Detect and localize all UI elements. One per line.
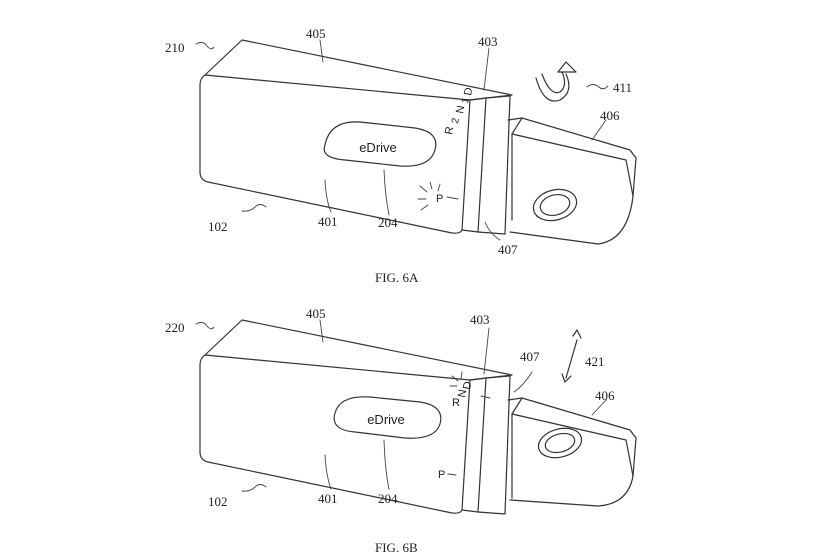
leaders-6a: [195, 39, 609, 241]
ref-102: 102: [208, 494, 228, 509]
gear-label-r: R: [443, 126, 456, 136]
gear-label-p: P: [436, 193, 443, 205]
gear-labels-6b: D N R P: [438, 371, 491, 481]
ref-405: 405: [306, 26, 326, 41]
edrive-badge-6a: eDrive: [323, 121, 437, 167]
gear-label-p: P: [438, 469, 445, 481]
gear-label-d: D: [462, 87, 475, 97]
device-body-6b: [199, 319, 637, 515]
reference-labels-6a: 210 405 403 411 406 102 401 204 407: [165, 26, 632, 257]
ref-421: 421: [585, 354, 605, 369]
badge-label: eDrive: [359, 140, 397, 155]
gear-label-n: N: [454, 105, 467, 115]
device-body-6a: [199, 39, 637, 245]
ref-406: 406: [595, 388, 615, 403]
ref-401: 401: [318, 214, 338, 229]
badge-label: eDrive: [367, 412, 405, 427]
ref-204: 204: [378, 215, 398, 230]
slide-arrow-421: [561, 329, 582, 383]
gear-label-2: 2: [450, 117, 462, 125]
ref-407: 407: [498, 242, 518, 257]
ref-403: 403: [478, 34, 498, 49]
gear-label-1: 1: [460, 97, 472, 105]
ref-407: 407: [520, 349, 540, 364]
ref-220: 220: [165, 320, 185, 335]
reference-labels-6b: 220 405 403 407 421 406 102 401 204: [165, 306, 615, 509]
figure-6b: eDrive D N R P 220: [165, 306, 637, 555]
ref-210: 210: [165, 40, 185, 55]
gear-labels-6a: R 2 N 1 D P: [417, 87, 475, 211]
gear-label-r: R: [452, 397, 460, 409]
ref-403: 403: [470, 312, 490, 327]
leaders-6b: [195, 319, 607, 492]
ref-405: 405: [306, 306, 326, 321]
gear-label-n: N: [456, 389, 469, 399]
ref-102: 102: [208, 219, 228, 234]
rotate-arrow-411: [535, 61, 577, 102]
figure-6a: eDrive R 2 N 1 D P: [165, 26, 637, 285]
gear-label-d: D: [461, 381, 474, 391]
figure-caption: FIG. 6A: [375, 270, 419, 285]
ref-204: 204: [378, 491, 398, 506]
ref-411: 411: [613, 80, 632, 95]
figure-caption: FIG. 6B: [375, 540, 418, 555]
ref-401: 401: [318, 491, 338, 506]
edrive-badge-6b: eDrive: [333, 396, 442, 439]
ref-406: 406: [600, 108, 620, 123]
